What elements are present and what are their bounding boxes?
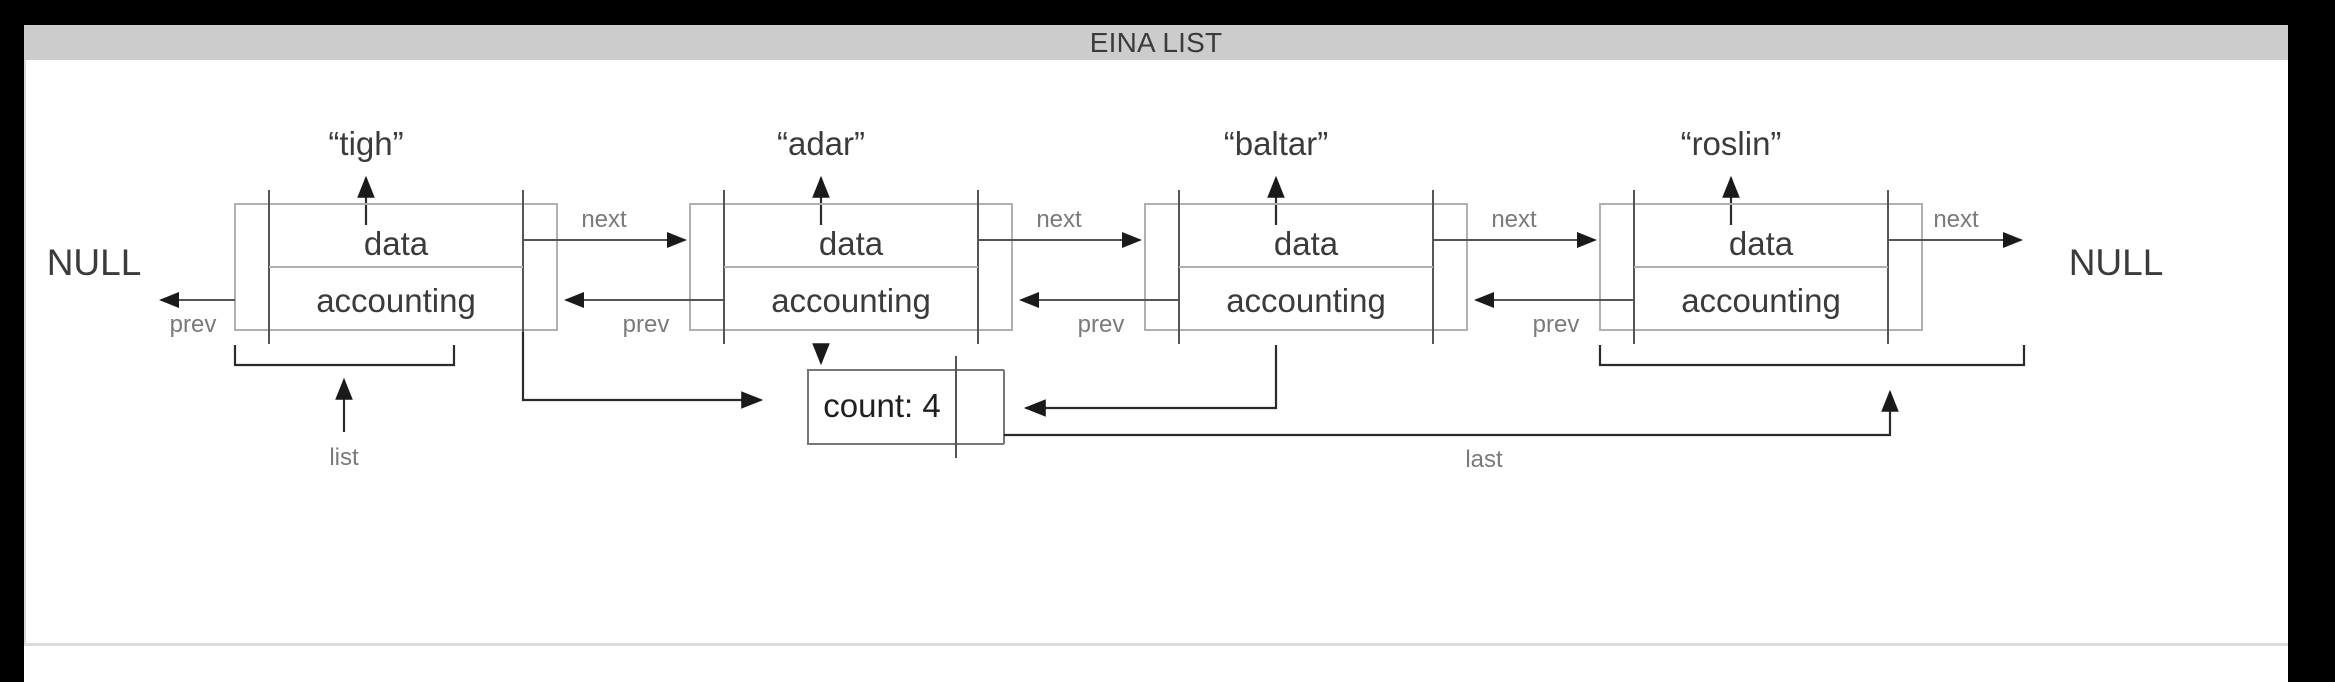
node-2-value-label: “adar” <box>777 125 865 162</box>
node-1-next-label: next <box>581 206 627 233</box>
node-3-prev-label: prev <box>1078 311 1125 338</box>
node-4-prev-label: prev <box>1533 311 1580 338</box>
list-node-3[interactable]: “baltar” data accounting <box>1144 125 1468 344</box>
list-pointer-label: list <box>329 444 359 471</box>
node-3-accounting-label: accounting <box>1226 282 1386 319</box>
node-2-accounting-label: accounting <box>771 282 931 319</box>
last-bracket <box>1598 345 2026 367</box>
window-title-bar: EINA LIST <box>24 25 2288 60</box>
accounting-count-box[interactable]: count: 4 <box>807 356 1005 458</box>
null-left-label: NULL <box>47 242 142 283</box>
eina-list-window: EINA LIST “tigh” data ac <box>24 25 2288 682</box>
last-pointer-label: last <box>1465 446 1503 473</box>
node-3-next-label: next <box>1491 206 1537 233</box>
node-4-value-label: “roslin” <box>1681 125 1782 162</box>
list-node-4[interactable]: “roslin” data accounting <box>1599 125 1923 344</box>
node-3-box <box>1144 203 1468 331</box>
null-right-label: NULL <box>2069 242 2164 283</box>
node-1-data-label: data <box>364 225 429 262</box>
node-3-value-label: “baltar” <box>1224 125 1329 162</box>
node-3-data-label: data <box>1274 225 1339 262</box>
node-4-box <box>1599 203 1923 331</box>
count-label: count: 4 <box>823 387 940 424</box>
node-2-next-label: next <box>1036 206 1082 233</box>
node-4-accounting-label: accounting <box>1681 282 1841 319</box>
node-3-to-accounting-wire <box>1023 345 1278 417</box>
node-1-accounting-label: accounting <box>316 282 476 319</box>
node-4-next-label: next <box>1933 206 1979 233</box>
clipped-diagram-strip: list count: 4 <box>24 643 2288 682</box>
node-1-value-label: “tigh” <box>328 125 403 162</box>
list-node-1[interactable]: “tigh” data accounting <box>234 125 558 344</box>
node-4-data-label: data <box>1729 225 1794 262</box>
page-title: EINA LIST <box>1089 26 1223 58</box>
node-2-prev-label: prev <box>623 311 670 338</box>
clipped-strip-svg: list count: 4 <box>821 681 938 682</box>
list-pointer-bracket: list <box>233 345 456 471</box>
list-node-2[interactable]: “adar” data accounting <box>689 125 1013 344</box>
node-2-box <box>689 203 1013 331</box>
node-1-prev-label: prev <box>170 311 217 338</box>
diagram-canvas: “tigh” data accounting NULL prev next <box>24 60 2288 679</box>
node-2-data-label: data <box>819 225 884 262</box>
node-1-box <box>234 203 558 331</box>
last-pointer-wire <box>1004 389 1899 437</box>
eina-list-diagram-svg: “tigh” data accounting NULL prev next <box>47 125 2164 473</box>
list-to-accounting-wire <box>521 332 764 409</box>
